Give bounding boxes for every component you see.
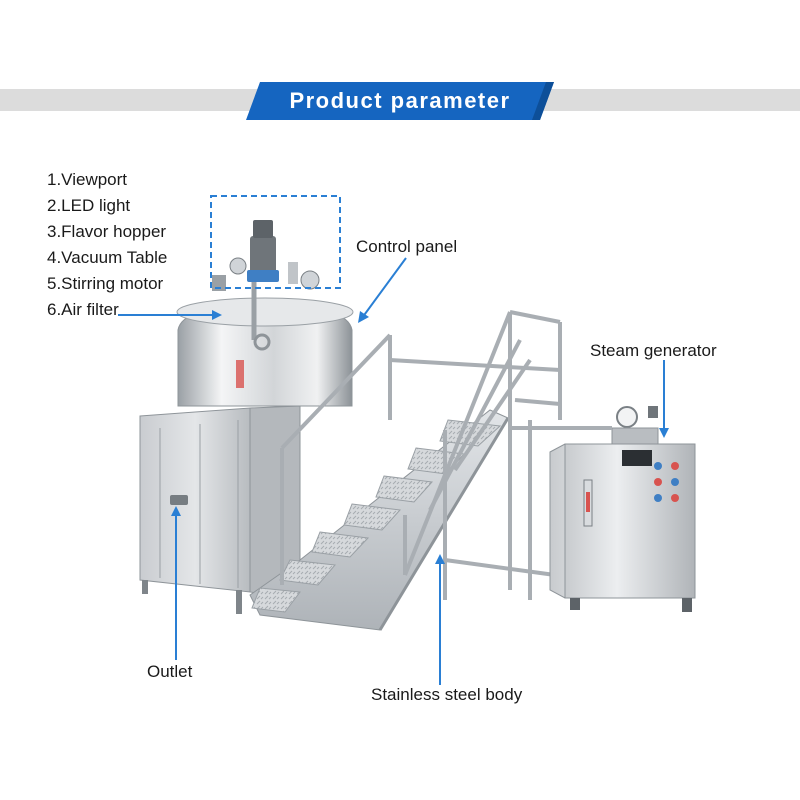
mixing-tank-base — [139, 405, 301, 614]
callout-arrows — [118, 257, 669, 685]
feature-item-stirring-motor: 5.Stirring motor — [47, 274, 164, 293]
outlet-valve — [170, 495, 188, 505]
feature-item-flavor-hopper: 3.Flavor hopper — [47, 222, 167, 241]
feature-item-viewport: 1.Viewport — [47, 170, 128, 189]
header-banner: Product parameter — [246, 82, 554, 120]
callout-steam-generator: Steam generator — [590, 341, 717, 360]
feature-item-air-filter: 6.Air filter — [47, 300, 119, 319]
feature-list: 1.Viewport 2.LED light 3.Flavor hopper 4… — [47, 168, 167, 324]
tank-top-equipment — [212, 220, 320, 351]
page-title: Product parameter — [289, 88, 511, 113]
banner-shape — [246, 82, 554, 120]
callout-control-panel: Control panel — [356, 237, 458, 256]
feature-item-led-light: 2.LED light — [47, 196, 131, 215]
platform-railing — [280, 310, 562, 600]
steam-generator — [510, 406, 696, 612]
callout-stainless-steel-body: Stainless steel body — [371, 685, 523, 704]
highlight-box — [210, 195, 341, 289]
mixing-tank — [176, 297, 354, 407]
pressure-gauge-icon — [616, 406, 638, 428]
callout-outlet: Outlet — [147, 662, 193, 681]
feature-item-vacuum-table: 4.Vacuum Table — [47, 248, 168, 267]
